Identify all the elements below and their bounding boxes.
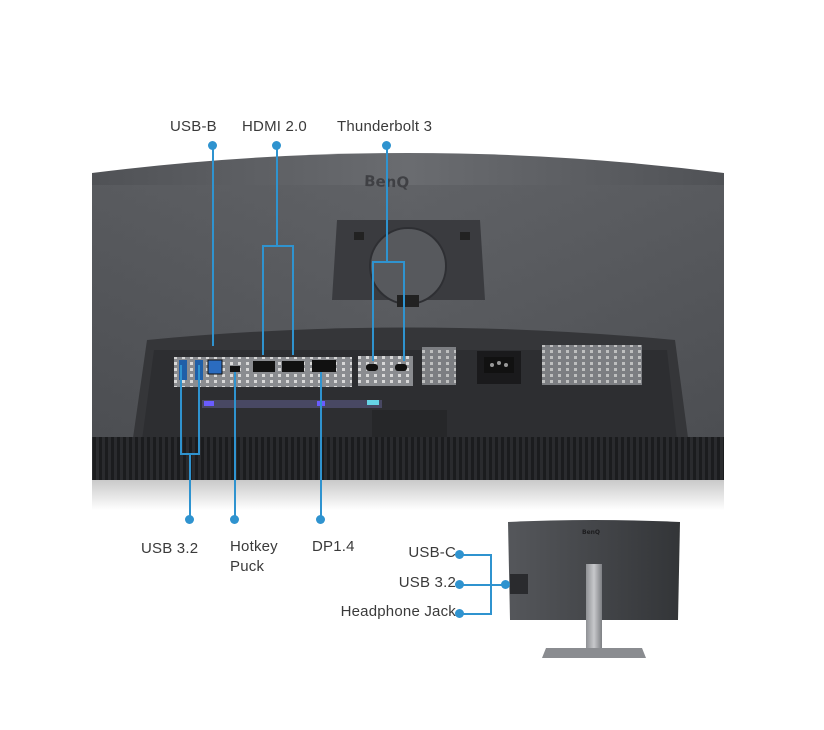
label-hotkey-line1: Hotkey bbox=[230, 538, 278, 555]
monitor-small-illustration: BenQ bbox=[508, 520, 680, 658]
label-usb-c: USB-C bbox=[408, 544, 456, 561]
callout-line-usbc bbox=[462, 554, 492, 556]
callout-bracket-tb-right bbox=[403, 261, 405, 361]
callout-dot-usbc bbox=[455, 550, 464, 559]
callout-dot-side-port bbox=[501, 580, 510, 589]
monitor-rear-illustration: BenQ bbox=[92, 153, 724, 495]
callout-bracket-hdmi bbox=[262, 245, 293, 247]
callout-dot-hdmi bbox=[272, 141, 281, 150]
callout-bracket-usb32-left bbox=[180, 365, 182, 455]
callout-bracket-tb bbox=[372, 261, 404, 263]
callout-bracket-usb32-right bbox=[198, 365, 200, 455]
callout-bracket-tb-left bbox=[372, 261, 374, 361]
callout-line-usb-b bbox=[212, 146, 214, 346]
label-thunderbolt: Thunderbolt 3 bbox=[337, 118, 433, 135]
monitor-rear-small: BenQ bbox=[506, 520, 682, 660]
callout-bracket-hdmi-right bbox=[292, 245, 294, 355]
label-hotkey-line2: Puck bbox=[230, 558, 265, 575]
label-hdmi: HDMI 2.0 bbox=[242, 118, 307, 135]
callout-line-thunderbolt bbox=[386, 146, 388, 262]
svg-text:BenQ: BenQ bbox=[582, 529, 600, 536]
callout-line-hotkey bbox=[234, 372, 236, 518]
label-usb-b: USB-B bbox=[170, 118, 217, 135]
callout-dot-usb32-side bbox=[455, 580, 464, 589]
callout-line-headphone bbox=[462, 613, 492, 615]
callout-bracket-side bbox=[490, 554, 492, 615]
label-dp: DP1.4 bbox=[312, 538, 355, 555]
callout-dot-usb32 bbox=[185, 515, 194, 524]
callout-line-usb32-side bbox=[462, 584, 506, 586]
callout-dot-dp bbox=[316, 515, 325, 524]
callout-bracket-hdmi-left bbox=[262, 245, 264, 355]
callout-dot-hotkey bbox=[230, 515, 239, 524]
callout-dot-usb-b bbox=[208, 141, 217, 150]
monitor-rear-closeup: BenQ bbox=[92, 145, 724, 495]
callout-line-dp bbox=[320, 372, 322, 518]
label-headphone: Headphone Jack bbox=[340, 603, 456, 620]
label-usb32: USB 3.2 bbox=[141, 540, 199, 557]
monitor-bottom-fade bbox=[92, 480, 724, 510]
callout-dot-headphone bbox=[455, 609, 464, 618]
callout-line-usb32 bbox=[189, 453, 191, 519]
label-usb32-side: USB 3.2 bbox=[398, 574, 456, 591]
callout-line-hdmi bbox=[276, 146, 278, 246]
callout-dot-thunderbolt bbox=[382, 141, 391, 150]
